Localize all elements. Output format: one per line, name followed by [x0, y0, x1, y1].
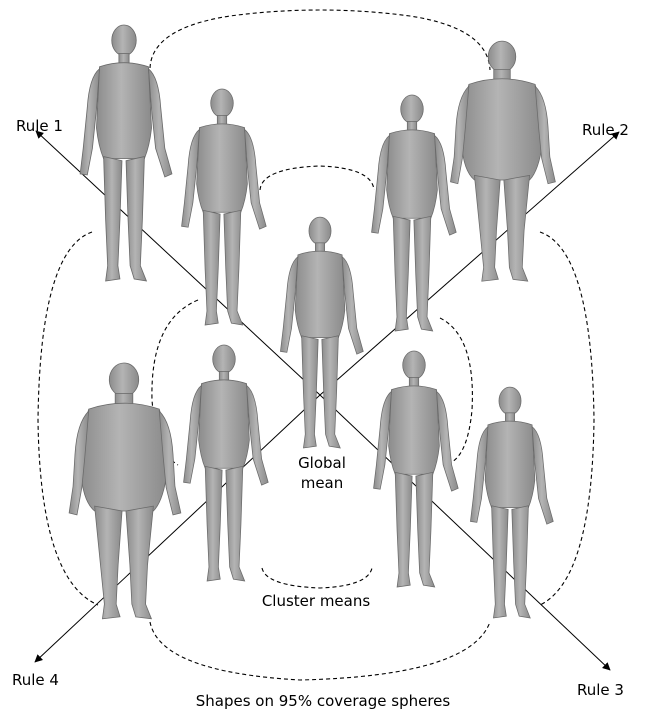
coverage-spheres-label: Shapes on 95% coverage spheres — [196, 692, 451, 710]
figure-rule3-extreme — [470, 387, 553, 618]
figure-rule3-cluster — [374, 351, 459, 587]
rule2-label: Rule 2 — [582, 121, 629, 139]
rule4-label: Rule 4 — [12, 671, 59, 689]
inner-cluster-arc-top — [260, 166, 374, 190]
rule1-label: Rule 1 — [16, 117, 63, 135]
figure-rule1-cluster — [182, 89, 267, 325]
connector-rule1 — [36, 131, 320, 395]
figure-rule4-extreme — [69, 363, 181, 619]
inner-cluster-arc-bottom — [262, 568, 372, 588]
cluster-means-label: Cluster means — [262, 592, 371, 610]
outer-coverage-arc-top — [150, 10, 490, 70]
connector-rule3 — [320, 395, 610, 670]
global-mean-label-line1: Global — [298, 454, 346, 472]
figure-rule2-extreme — [450, 41, 555, 281]
figure-global-mean — [280, 217, 363, 448]
figure-rule2-cluster — [372, 95, 457, 331]
global-mean-label-line2: mean — [301, 474, 344, 492]
outer-coverage-arc-bottom — [150, 622, 490, 680]
figure-rule4-cluster — [184, 345, 269, 581]
outer-coverage-arc-right — [540, 232, 594, 605]
figure-rule1-extreme — [80, 25, 172, 281]
rule3-label: Rule 3 — [577, 681, 624, 699]
